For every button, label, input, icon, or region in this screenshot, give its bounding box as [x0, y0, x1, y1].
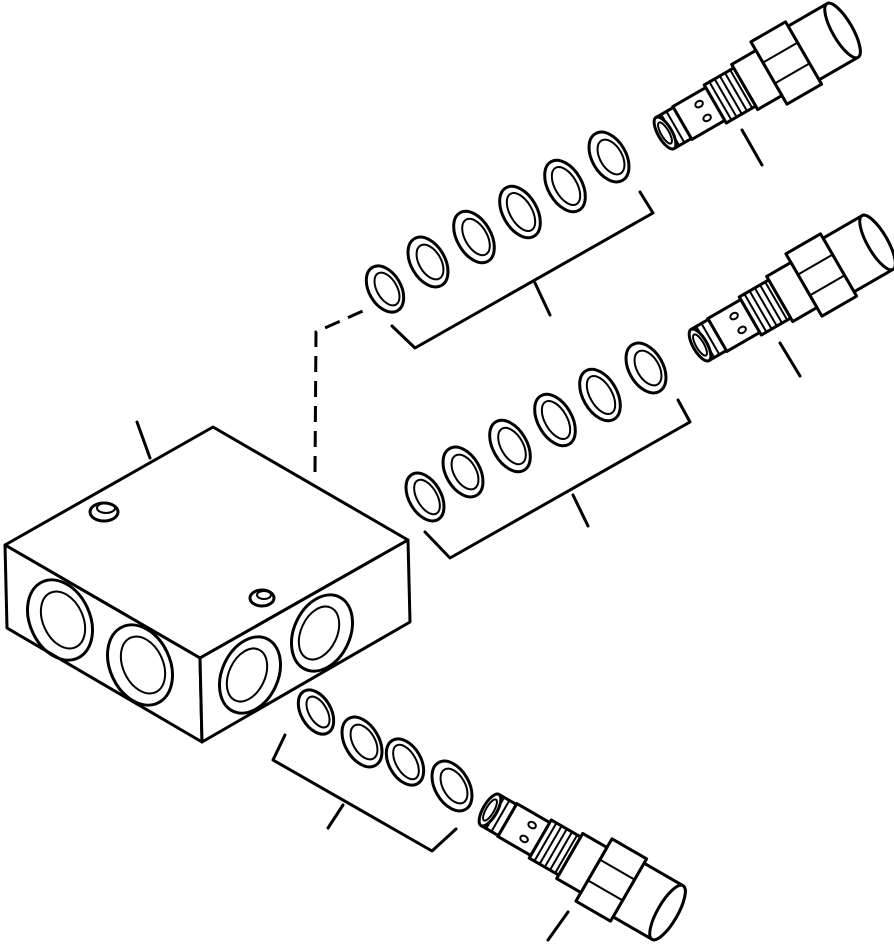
leader-line-cartridge-lower [546, 910, 570, 942]
o-ring [404, 471, 446, 523]
backup-ring [430, 759, 474, 813]
valve-block [3, 425, 412, 744]
o-ring [533, 392, 577, 448]
seal-kit-middle [404, 341, 668, 523]
backup-ring [441, 445, 485, 499]
assembly-centerline [313, 308, 366, 473]
backup-ring [624, 341, 668, 395]
cartridge-middle [687, 213, 894, 363]
o-ring [364, 264, 406, 314]
cartridge-lower [477, 792, 687, 942]
o-ring [384, 737, 426, 787]
backup-ring [488, 418, 532, 474]
leader-line-cartridge-upper [740, 128, 764, 167]
bracket-seal-kit-lower [271, 733, 458, 853]
backup-ring [406, 235, 450, 289]
o-ring [543, 158, 587, 214]
bracket-seal-kit-upper [390, 190, 655, 350]
seal-kit-lower [296, 688, 474, 813]
o-ring [296, 688, 336, 736]
o-ring [578, 367, 622, 423]
bracket-seal-kit-middle [423, 398, 692, 560]
leader-line-seal-kit-lower [326, 803, 345, 830]
leader-line-seal-kit-upper [533, 281, 552, 317]
leader-line-block [135, 420, 152, 460]
seal-kit-upper [364, 130, 631, 314]
backup-ring [452, 209, 496, 265]
o-ring [498, 184, 542, 240]
backup-ring [340, 715, 384, 769]
cartridge-upper [652, 1, 862, 151]
leader-line-seal-kit-middle [571, 493, 590, 528]
backup-ring [587, 130, 631, 184]
leader-line-cartridge-middle [778, 341, 802, 378]
